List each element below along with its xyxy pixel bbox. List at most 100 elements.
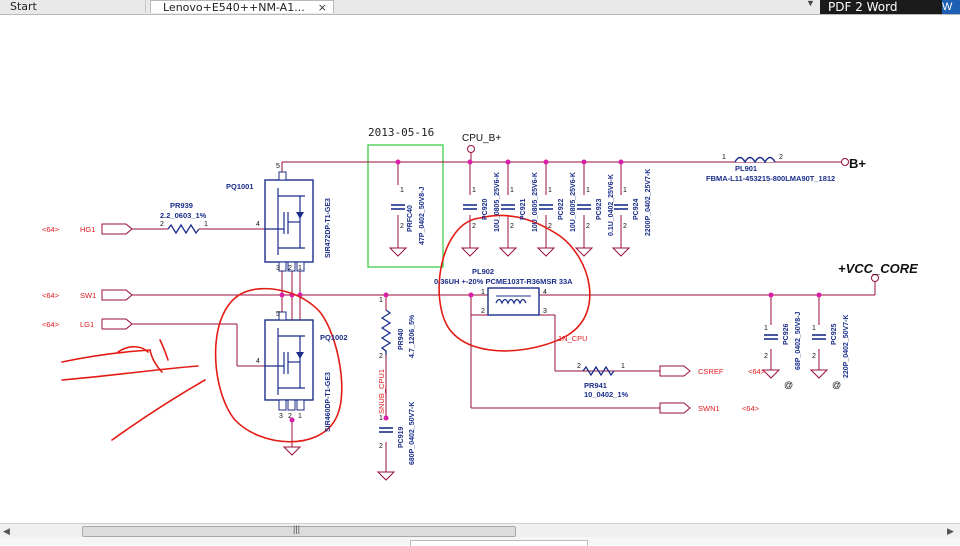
pin-label: 2 xyxy=(548,223,552,230)
net-hg1: HG1 xyxy=(80,225,95,234)
pc925-ref: PC925 xyxy=(831,323,838,345)
pin-label: 1 xyxy=(586,187,590,194)
pq1001-ref: PQ1001 xyxy=(226,182,254,191)
pc922-ref: PC922 xyxy=(558,198,565,220)
pin-label: 2 xyxy=(764,353,768,360)
pin-label: 2 xyxy=(577,363,581,370)
pin-label: 2 xyxy=(812,353,816,360)
pin-label: 1 xyxy=(548,187,552,194)
pin-label: 5 xyxy=(276,163,280,170)
pl902-ref: PL902 xyxy=(472,267,494,276)
pin-label: 4 xyxy=(543,289,547,296)
capacitor-plates xyxy=(379,204,826,433)
pc923-ref: PC923 xyxy=(596,198,603,220)
vcc-core-terminal xyxy=(871,274,879,282)
pin-label: 1 xyxy=(379,415,383,422)
pdf2word-button[interactable]: PDF 2 Word xyxy=(820,0,942,14)
pl901-inductor xyxy=(734,156,776,164)
tab-start-label: Start xyxy=(10,0,37,13)
pin-label: 3 xyxy=(279,413,283,420)
pr941-value: 10_0402_1% xyxy=(584,390,629,399)
pc922-value: 10U_0805_25V6-K xyxy=(570,172,577,232)
pc924-ref: PC924 xyxy=(633,198,640,220)
pc919-ref: PC919 xyxy=(398,426,405,448)
ref-64-hg1: <64> xyxy=(42,225,60,234)
pin-numbers: 2 1 4 5 3 2 1 5 4 3 2 1 1 2 12 12 12 12 … xyxy=(160,154,841,450)
pin-label: 5 xyxy=(276,311,280,318)
pq1001-part: SIR472DP-T1-GE3 xyxy=(325,198,332,258)
net-snub-cpu1: SNUB_CPU1 xyxy=(377,369,386,414)
scrollbar-thumb[interactable]: ||| xyxy=(82,524,516,537)
at-mark: @ xyxy=(832,380,841,390)
scroll-right-icon[interactable]: ▶ xyxy=(947,526,954,536)
pin-label: 1 xyxy=(510,187,514,194)
pin-label: 1 xyxy=(481,289,485,296)
pin-label: 2 xyxy=(379,443,383,450)
ref-64-csref: <64> xyxy=(748,367,766,376)
pin-label: 2 xyxy=(160,221,164,228)
pin-label: 1 xyxy=(722,154,726,161)
pin-label: 2 xyxy=(586,223,590,230)
pin-label: 2 xyxy=(288,265,292,272)
prfc40-value: 47P_0402_50V8-J xyxy=(419,187,426,245)
pq1001-mosfet xyxy=(264,171,314,272)
pq1002-ref: PQ1002 xyxy=(320,333,348,342)
net-csref: CSREF xyxy=(698,367,724,376)
pr941-ref: PR941 xyxy=(584,381,607,390)
pc923-value: 0.1U_0402_25V6-K xyxy=(608,174,615,236)
cpu-b-label: CPU_B+ xyxy=(462,133,501,144)
chevron-down-icon[interactable]: ▼ xyxy=(806,0,815,8)
pin-label: 3 xyxy=(543,308,547,315)
net-lg1: LG1 xyxy=(80,320,94,329)
at-mark: @ xyxy=(784,380,793,390)
pdf2word-label: PDF 2 Word xyxy=(828,0,898,14)
vcc-core-label: +VCC_CORE xyxy=(838,261,918,276)
net-sw1: SW1 xyxy=(80,291,96,300)
pin-label: 1 xyxy=(400,187,404,194)
word-icon-label: W xyxy=(942,1,953,13)
pin-label: 2 xyxy=(472,223,476,230)
pq1002-part: SIR460DP-T1-GE3 xyxy=(325,372,332,432)
prfc40-ref: PRFC40 xyxy=(407,205,414,232)
ref-64-sw1: <64> xyxy=(42,291,60,300)
close-icon[interactable]: × xyxy=(317,1,327,14)
pc924-value: 2200P_0402_25V7-K xyxy=(645,169,652,236)
pin-label: 4 xyxy=(256,358,260,365)
pr940-ref: PR940 xyxy=(398,328,405,350)
b-plus-label: B+ xyxy=(849,156,866,171)
pl901-value: FBMA-L11-453215-800LMA90T_1812 xyxy=(706,174,835,183)
pc920-ref: PC920 xyxy=(482,198,489,220)
pin-label: 2 xyxy=(379,353,383,360)
pin-label: 2 xyxy=(288,413,292,420)
pl902-value: 0.36UH +-20% PCME103T-R36MSR 33A xyxy=(434,277,573,286)
pc926-ref: PC926 xyxy=(783,323,790,345)
tab-start[interactable]: Start xyxy=(0,0,146,13)
pc925-value: 220P_0402_50V7-K xyxy=(843,315,850,378)
pin-label: 2 xyxy=(623,223,627,230)
net-n-cpu: 1N_CPU xyxy=(558,334,588,343)
page-box xyxy=(410,540,588,546)
horizontal-scrollbar[interactable]: ◀ ||| ▶ xyxy=(0,523,960,538)
pin-label: 1 xyxy=(621,363,625,370)
word-icon[interactable]: W xyxy=(942,0,960,14)
pl901-ref: PL901 xyxy=(735,164,757,173)
pin-label: 4 xyxy=(256,221,260,228)
cpu-b-terminal xyxy=(467,145,475,153)
pr940-resistor xyxy=(380,309,392,355)
tab-document[interactable]: Lenovo+E540++NM-A1...× xyxy=(150,0,334,14)
scroll-left-icon[interactable]: ◀ xyxy=(3,526,10,536)
schematic-diagram: 2 1 4 5 3 2 1 5 4 3 2 1 1 2 12 12 12 12 … xyxy=(42,126,918,481)
pin-label: 1 xyxy=(298,265,302,272)
tab-bar: Start Lenovo+E540++NM-A1...× ▼ xyxy=(0,0,960,15)
b-plus-terminal xyxy=(841,158,849,166)
pr941-resistor xyxy=(582,365,615,377)
ref-64-swn1: <64> xyxy=(742,404,760,413)
ref-64-lg1: <64> xyxy=(42,320,60,329)
pin-label: 2 xyxy=(510,223,514,230)
pl902-inductor xyxy=(487,287,540,316)
grip-icon: ||| xyxy=(293,524,301,534)
pin-label: 2 xyxy=(779,154,783,161)
pr939-value: 2.2_0603_1% xyxy=(160,211,207,220)
pin-label: 2 xyxy=(481,308,485,315)
